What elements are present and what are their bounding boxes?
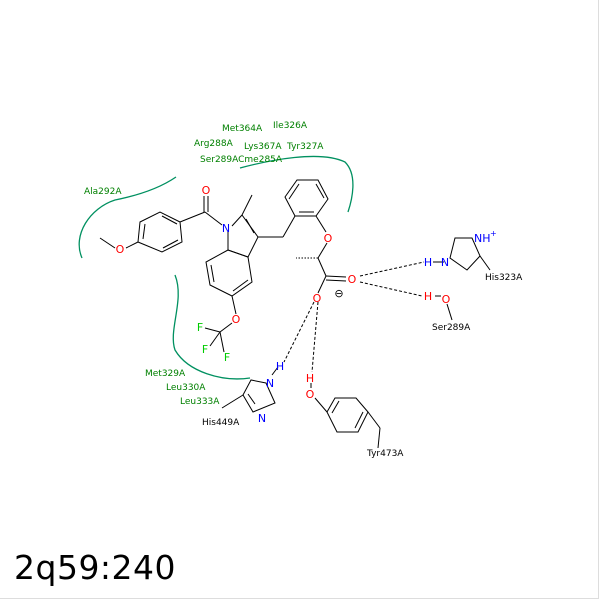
atom-oxygen-ser289: O (442, 293, 451, 306)
hbond-his323 (359, 261, 425, 277)
hydrophobic-arc-left (78, 176, 177, 259)
atom-oxygen-ocf3: O (232, 313, 241, 326)
atom-nh-his323: NH (474, 232, 491, 245)
atom-hydrogen-his323: H (424, 256, 432, 269)
atom-fluorine-2: F (202, 343, 208, 356)
label-leu333: Leu333A (180, 397, 220, 407)
label-ala292: Ala292A (84, 187, 122, 197)
atom-oxygen-ether: O (324, 232, 333, 245)
hbond-his449 (283, 301, 315, 363)
label-his323: His323A (485, 273, 523, 283)
label-his449: His449A (202, 418, 240, 428)
hydrophobic-arc-top (239, 155, 354, 213)
atom-hydrogen-ser289: H (424, 290, 432, 303)
atom-oxygen-methoxy: O (116, 243, 125, 256)
hydrogen-bonds (283, 261, 425, 373)
atom-nitrogen-his323-a: N (441, 256, 449, 269)
atom-nitrogen-his449-a: N (266, 377, 274, 390)
label-tyr473: Tyr473A (366, 449, 404, 459)
label-arg288: Arg288A (194, 139, 234, 149)
atom-nitrogen-his449-b: N (258, 412, 266, 425)
atom-fluorine-3: F (224, 351, 230, 364)
atom-hydrogen-his449: H (276, 360, 284, 373)
atom-oxygen-tyr473: O (306, 388, 315, 401)
atom-oxygen-carboxyl-2: O (313, 292, 322, 305)
hbond-tyr473 (311, 301, 319, 373)
label-lys367: Lys367A (244, 142, 282, 152)
label-met364: Met364A (222, 124, 263, 134)
label-leu330: Leu330A (166, 383, 206, 393)
label-ser289-cme285: Ser289ACme285A (200, 155, 283, 165)
hydrophobic-arc-bottom (172, 274, 251, 380)
label-ile326: Ile326A (273, 121, 308, 131)
ligand-bonds (99, 179, 491, 449)
positive-charge-icon: + (490, 229, 497, 238)
hbond-ser289 (359, 281, 423, 297)
atom-hydrogen-tyr473: H (306, 372, 314, 385)
label-tyr327: Tyr327A (286, 142, 324, 152)
label-ser289: Ser289A (432, 323, 471, 333)
hydrophobic-arcs (78, 155, 354, 380)
negative-charge-icon: ⊖ (334, 287, 343, 300)
atom-nitrogen-indole: N (222, 222, 230, 235)
atom-fluorine-1: F (197, 321, 203, 334)
diagram-title: 2q59:240 (14, 548, 177, 587)
atom-oxygen-carbonyl: O (202, 184, 211, 197)
label-met329: Met329A (145, 369, 186, 379)
atom-oxygen-carboxyl-1: O (348, 273, 357, 286)
